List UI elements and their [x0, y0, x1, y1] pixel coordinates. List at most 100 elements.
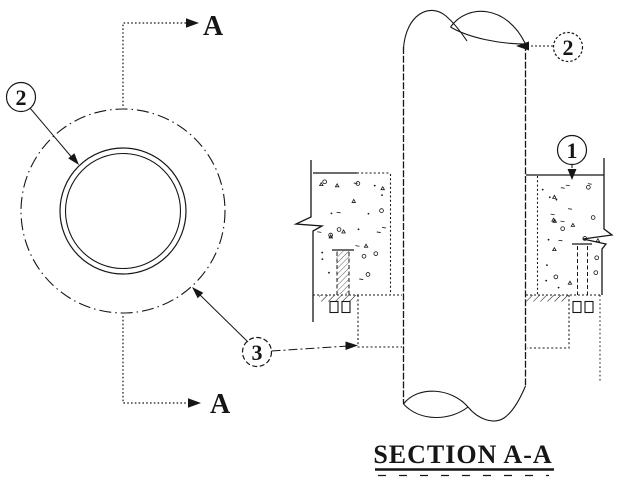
stipple-mark [359, 278, 364, 280]
section-label-bottom: A [210, 389, 231, 420]
stipple-mark [373, 184, 376, 187]
clamp-plate-hatch [319, 295, 357, 302]
leader-arrowhead-icon [68, 153, 79, 165]
anchor-bolt-left [329, 249, 354, 314]
nut [329, 300, 339, 314]
callout-number: 2 [563, 35, 574, 60]
pipe-inner-circle [64, 152, 182, 270]
nut [572, 300, 582, 314]
leader-arrowhead-icon [192, 287, 204, 299]
section-label-top: A [203, 11, 224, 42]
section-arrow-bottom-icon [188, 398, 201, 408]
stipple-mark [593, 270, 599, 275]
stipple-mark [353, 182, 358, 184]
stipple-mark [586, 184, 591, 190]
stipple-mark [587, 183, 592, 185]
stipple-mark [560, 226, 565, 231]
concrete-slab-right [526, 158, 614, 383]
stipple-mark [551, 246, 557, 252]
stipple-mark [380, 185, 386, 191]
stipple-mark [381, 194, 383, 197]
stipple-mark [322, 179, 327, 185]
stipple-mark [567, 280, 573, 285]
stipple-mark [318, 181, 324, 187]
stipple-mark [355, 245, 360, 247]
concrete-slab-left [293, 160, 402, 322]
concrete-stipple [541, 183, 601, 289]
stipple-mark [365, 272, 371, 277]
stipple-mark [541, 188, 544, 191]
leader-arrowhead-icon [345, 341, 358, 350]
stipple-mark [367, 212, 370, 215]
concrete-stipple [317, 179, 387, 280]
pipe-outer-circle [59, 147, 187, 275]
stipple-mark [334, 182, 340, 188]
stipple-mark [546, 264, 548, 267]
stipple-mark [373, 251, 379, 256]
sleeve-collar-left [357, 295, 402, 348]
section-title-text: SECTION A-A [373, 440, 552, 469]
leader-arrowhead-icon [567, 169, 577, 180]
pipe-break-top [402, 9, 526, 49]
stipple-mark [558, 239, 563, 242]
section-cut-line-bottom [122, 316, 195, 404]
stipple-mark [357, 228, 360, 231]
stipple-mark [553, 274, 559, 280]
stipple-mark [321, 258, 324, 261]
stipple-mark [336, 211, 341, 214]
stipple-mark [560, 187, 565, 189]
callout-number: 1 [567, 138, 578, 163]
callout-bubble [556, 134, 588, 166]
stipple-mark [555, 198, 558, 201]
stipple-mark [379, 208, 384, 213]
stipple-mark [376, 231, 381, 233]
section-view: 2 1 [293, 9, 614, 422]
stipple-mark [570, 222, 576, 227]
section-arrow-top-icon [186, 18, 199, 28]
stipple-mark [382, 227, 387, 229]
callout-concrete: 1 [556, 134, 588, 180]
stipple-mark [336, 227, 342, 232]
stipple-mark [545, 279, 548, 282]
pipe-break-bottom [403, 385, 527, 422]
stipple-mark [328, 271, 330, 274]
stipple-mark [317, 231, 322, 233]
stipple-mark [547, 238, 550, 241]
sleeve-collar-right [527, 295, 570, 349]
drawing-title: SECTION A-A [373, 440, 554, 477]
stipple-mark [594, 255, 600, 261]
nut [341, 300, 351, 314]
nut [584, 300, 594, 314]
stipple-mark [560, 220, 565, 223]
stipple-mark [328, 232, 333, 238]
callout-number: 2 [16, 85, 27, 110]
sleeve-outer-circle [20, 108, 226, 314]
callout-leader-to-section [271, 345, 349, 352]
leader-arrowhead-icon [516, 41, 529, 51]
break-line-left [293, 160, 325, 322]
callout-leader [196, 291, 249, 343]
stipple-mark [361, 253, 367, 259]
stipple-mark [321, 251, 324, 254]
plan-view: A A 2 3 [5, 11, 358, 420]
stipple-mark [363, 243, 369, 248]
section-cut-line-top [122, 22, 193, 106]
callout-leader [29, 107, 75, 161]
callout-pipe-plan: 2 [5, 81, 79, 165]
stipple-mark [565, 184, 570, 187]
stipple-mark [330, 212, 333, 215]
stipple-mark [341, 229, 346, 234]
callout-bubble [241, 336, 273, 368]
stipple-mark [582, 236, 588, 241]
stipple-mark [550, 213, 555, 216]
callout-pipe-section: 2 [516, 31, 584, 63]
stipple-mark [557, 286, 560, 289]
stipple-mark [551, 194, 557, 199]
stipple-mark [351, 198, 357, 203]
stipple-mark [551, 217, 556, 222]
stipple-mark [595, 237, 601, 243]
callout-bubble [5, 81, 37, 113]
anchor-bolt-right [572, 243, 594, 314]
callout-sleeve: 3 [192, 287, 358, 368]
callout-number: 3 [252, 340, 263, 365]
